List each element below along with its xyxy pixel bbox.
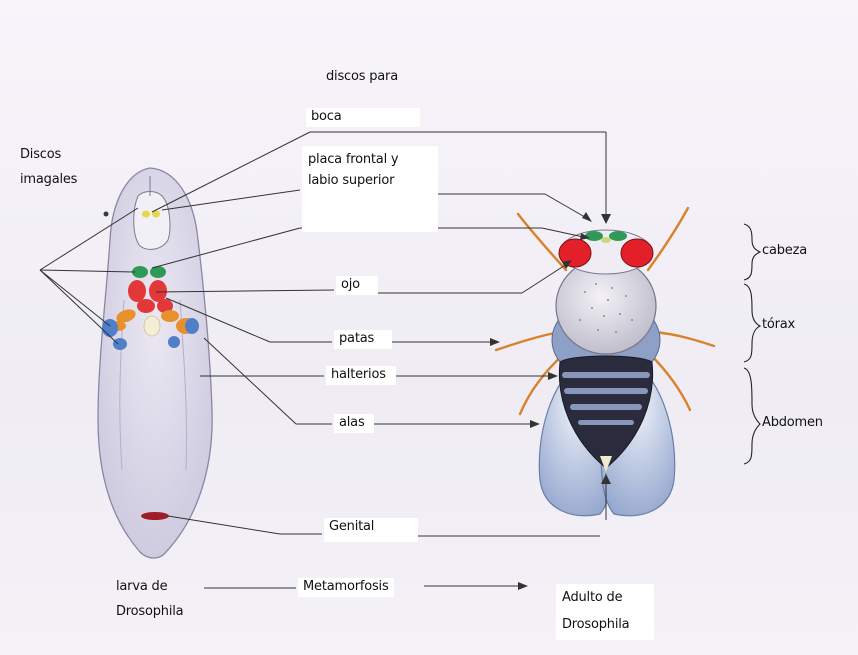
label-abdomen: Abdomen <box>762 416 823 431</box>
region-braces <box>744 224 760 464</box>
label-patas: patas <box>334 330 392 349</box>
label-genital: Genital <box>324 518 418 542</box>
label-larva-line1: larva de <box>116 580 183 595</box>
label-ojo: ojo <box>336 276 378 295</box>
label-discos-para: discos para <box>326 70 398 85</box>
mouth-disc <box>142 211 150 218</box>
genital-disc <box>141 512 169 520</box>
label-discos-imagales: Discos imagales <box>20 148 77 188</box>
adult-fly-illustration <box>496 208 714 516</box>
label-torax: tórax <box>762 318 795 333</box>
fly-leg <box>518 214 566 270</box>
label-placa-line2: labio superior <box>308 171 432 192</box>
label-larva: larva de Drosophila <box>116 580 183 620</box>
label-halterios: halterios <box>326 366 396 385</box>
leg-disc-red <box>128 280 146 302</box>
label-discos-line1: Discos <box>20 148 77 163</box>
label-boca: boca <box>306 108 420 127</box>
label-discos-line2: imagales <box>20 173 77 188</box>
label-cabeza: cabeza <box>762 244 807 259</box>
label-larva-line2: Drosophila <box>116 605 183 620</box>
label-placa-frontal: placa frontal y labio superior <box>302 146 438 232</box>
label-adulto-line2: Drosophila <box>562 615 648 636</box>
label-placa-line1: placa frontal y <box>308 150 432 171</box>
larva-illustration <box>98 168 212 558</box>
label-adulto-line1: Adulto de <box>562 588 648 609</box>
larva-head-segment <box>134 192 170 250</box>
fly-right-eye <box>621 239 653 267</box>
label-alas: alas <box>334 414 374 433</box>
label-adulto: Adulto de Drosophila <box>556 584 654 640</box>
label-metamorfosis: Metamorfosis <box>298 578 394 597</box>
